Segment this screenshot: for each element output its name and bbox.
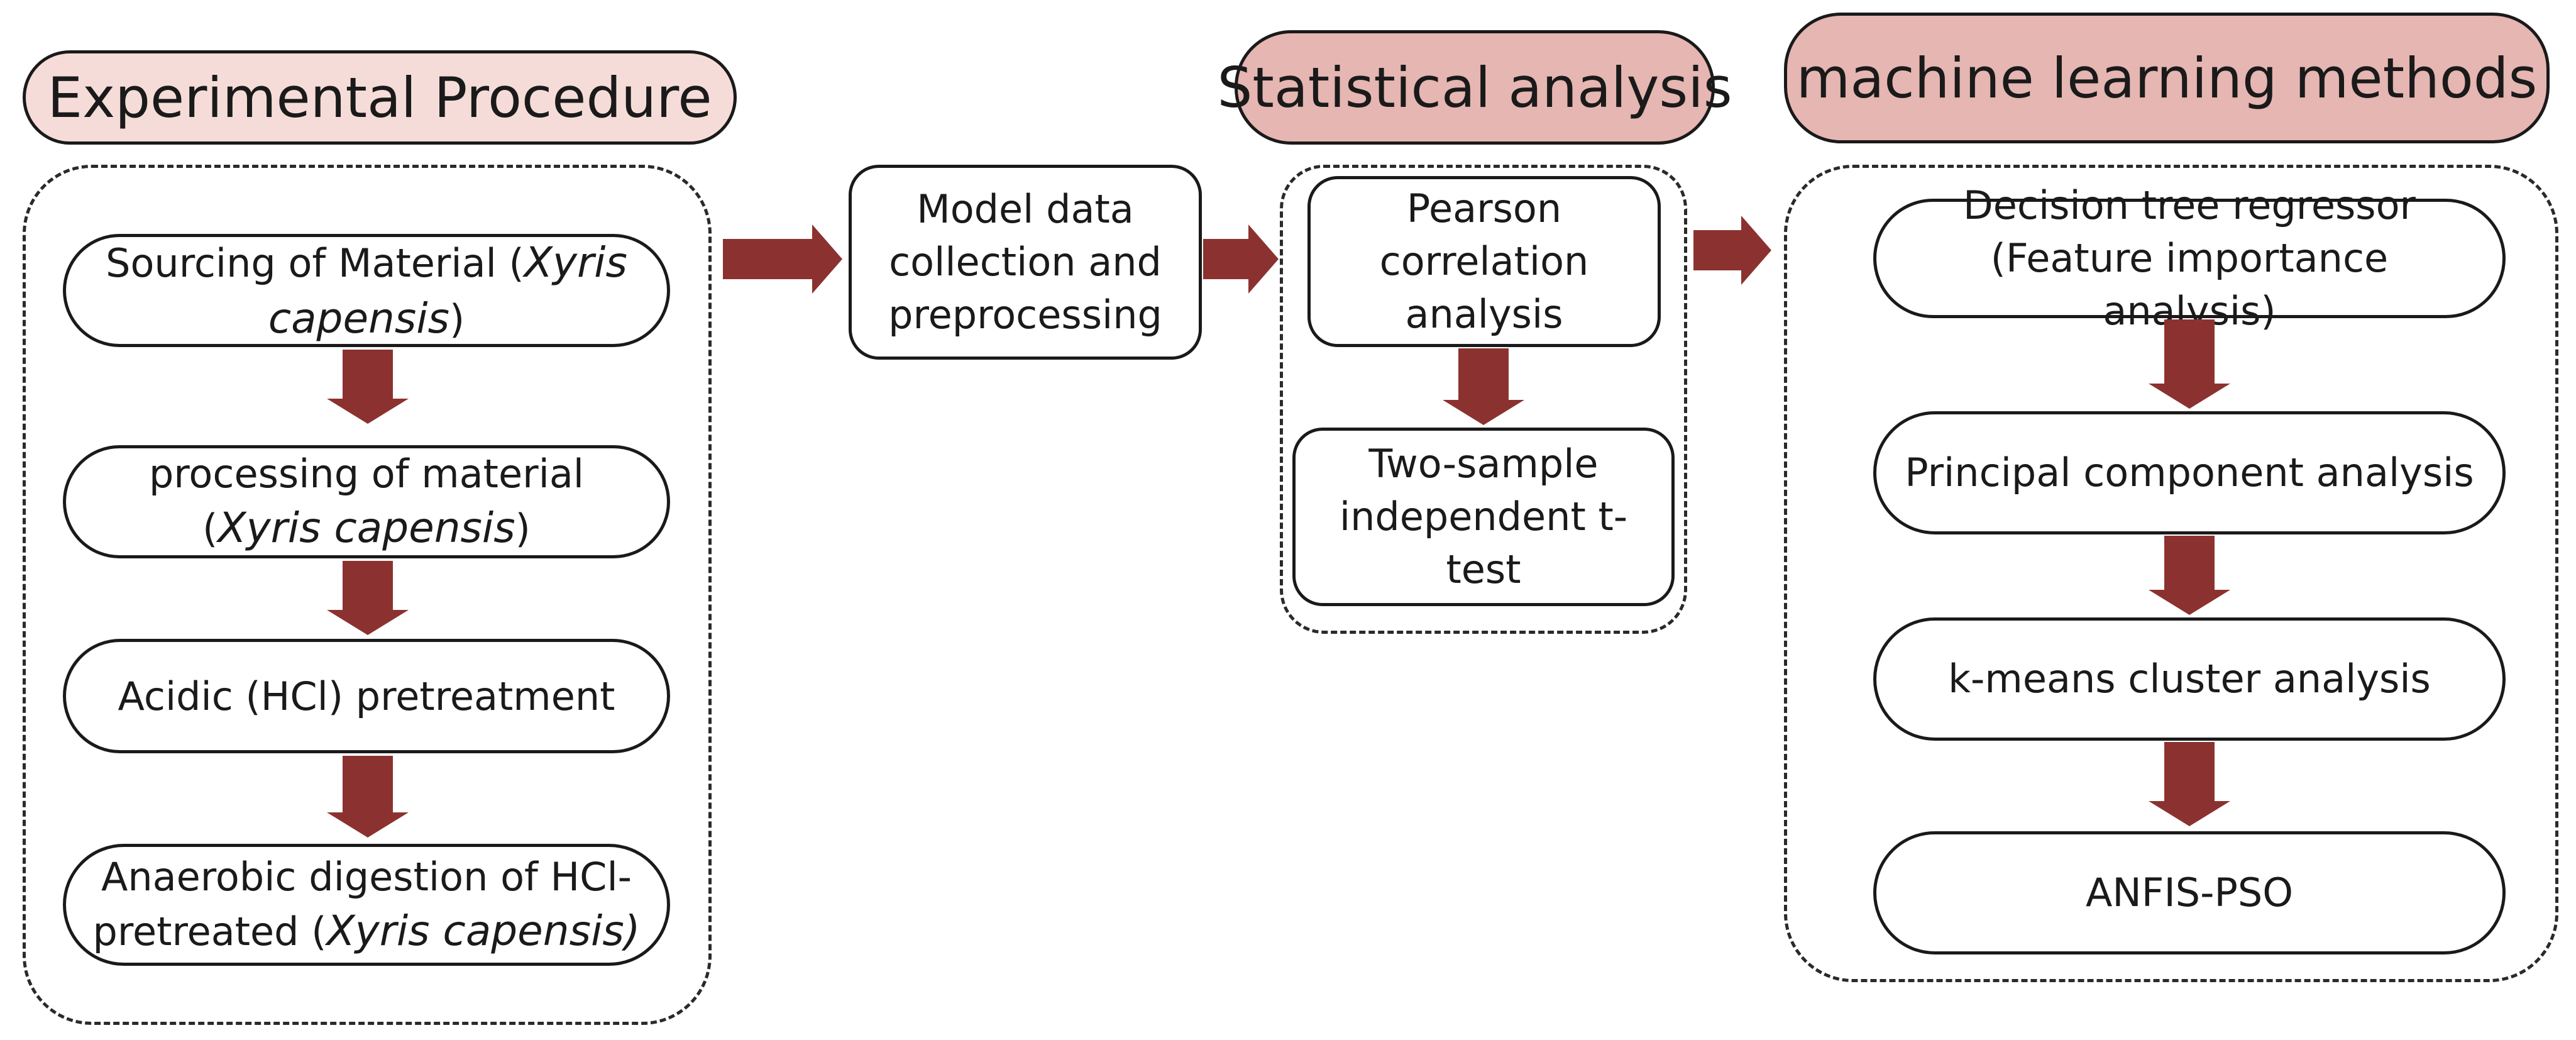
pca-step: Principal component analysis [1873, 411, 2506, 534]
arrow-processing-to-pretreatment [327, 561, 409, 635]
arrow-experimental-to-model [723, 224, 842, 294]
sourcing-step: Sourcing of Material (Xyris capensis) [63, 234, 670, 347]
arrow-sourcing-to-processing [327, 350, 409, 424]
anfis-pso-step: ANFIS-PSO [1873, 831, 2506, 954]
experimental-procedure-header: Experimental Procedure [23, 50, 737, 145]
machine-learning-header: machine learning methods [1784, 13, 2550, 143]
pretreatment-step: Acidic (HCl) pretreatment [63, 639, 670, 753]
arrow-decisiontree-to-pca [2149, 319, 2230, 409]
arrow-statistical-to-ml [1693, 216, 1771, 285]
experimental-procedure-group [23, 165, 712, 1025]
arrow-pearson-to-ttest [1443, 348, 1524, 425]
arrow-pca-to-kmeans [2149, 536, 2230, 615]
pearson-correlation-step: Pearson correlation analysis [1307, 176, 1661, 347]
arrow-pretreatment-to-digestion [327, 756, 409, 838]
kmeans-step: k-means cluster analysis [1873, 617, 2506, 741]
processing-step: processing of material (Xyris capensis) [63, 445, 670, 558]
arrow-kmeans-to-anfis [2149, 742, 2230, 826]
machine-learning-group [1784, 165, 2558, 982]
model-data-box: Model data collection and preprocessing [849, 165, 1202, 360]
t-test-step: Two-sample independent t-test [1292, 428, 1675, 606]
statistical-analysis-group [1280, 165, 1687, 634]
anaerobic-digestion-step: Anaerobic digestion of HCl-pretreated (X… [63, 844, 670, 966]
arrow-model-to-statistical [1203, 224, 1279, 294]
statistical-analysis-header: Statistical analysis [1217, 30, 1732, 145]
